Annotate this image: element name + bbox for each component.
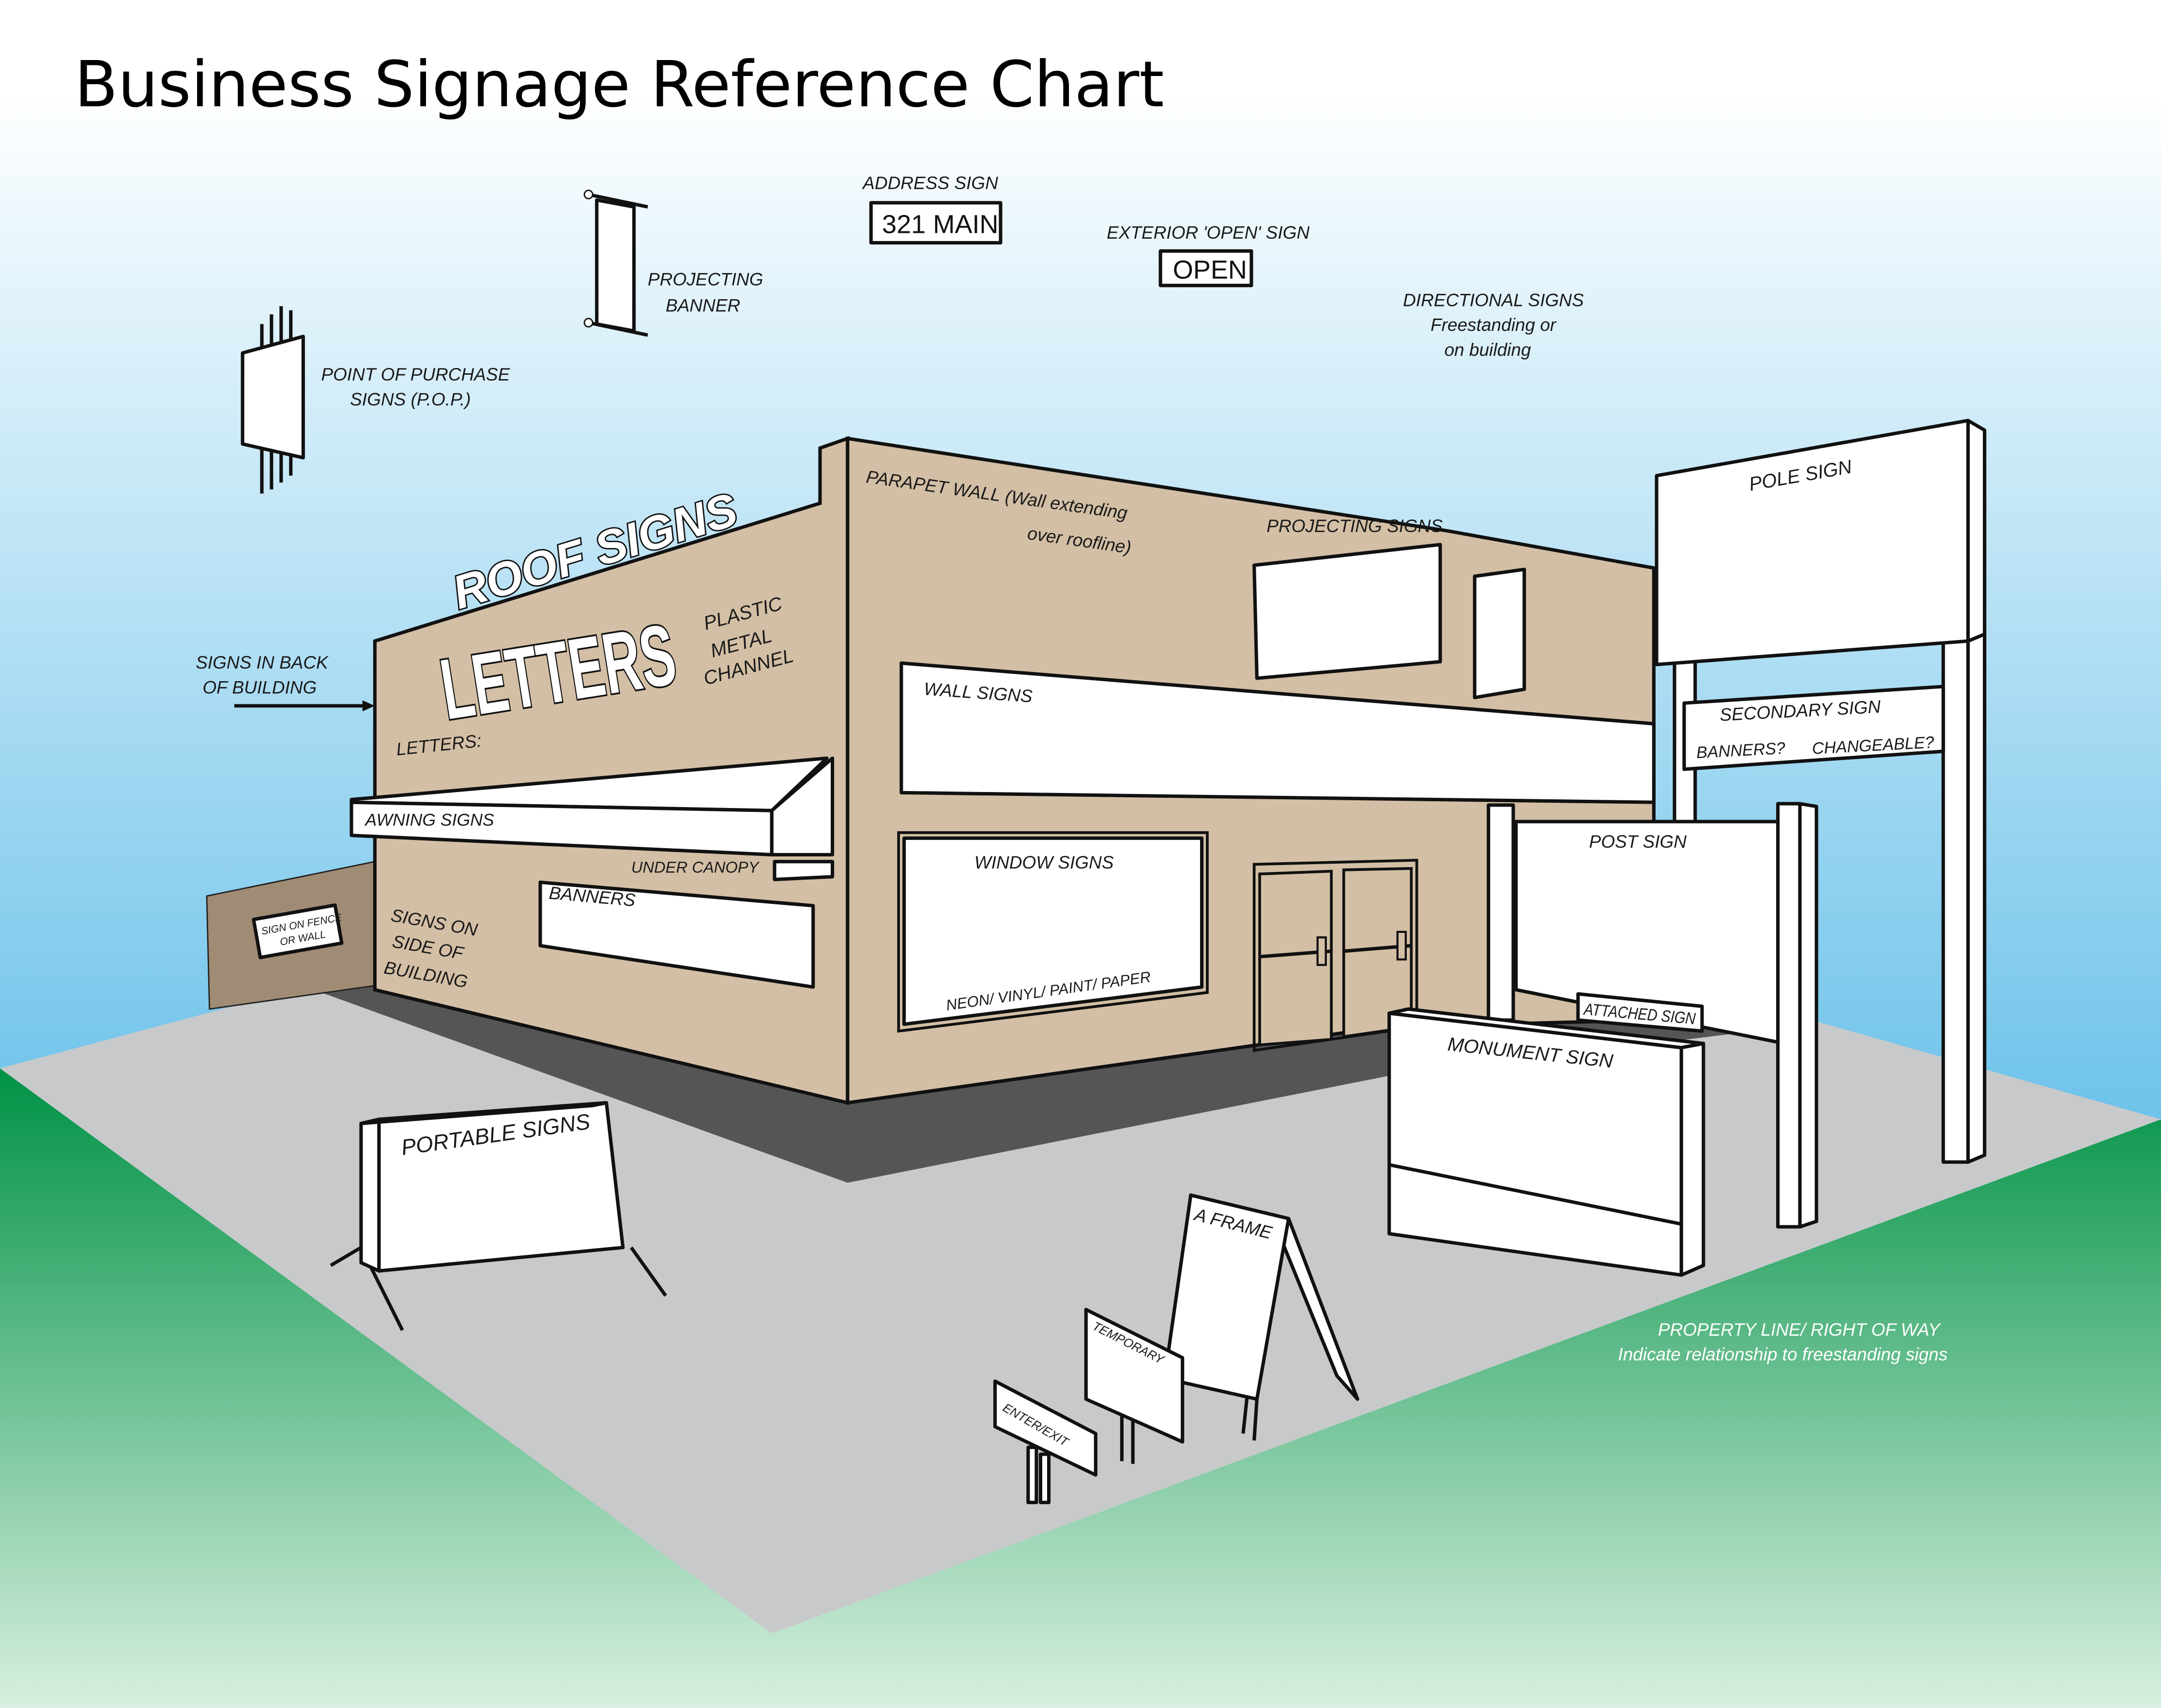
window-sign: [897, 831, 1209, 1033]
awning-signs-label: AWNING SIGNS: [364, 810, 494, 830]
under-canopy-label: UNDER CANOPY: [631, 858, 760, 876]
pop-sign: [241, 306, 305, 494]
directional-label-2: Freestanding or: [1431, 315, 1557, 335]
address-sign-label: ADDRESS SIGN: [862, 172, 998, 193]
open-sign-value: OPEN: [1173, 255, 1247, 284]
secondary-sign: [1682, 685, 1945, 771]
arrow-head-icon: [362, 700, 375, 712]
open-sign-label: EXTERIOR 'OPEN' SIGN: [1107, 222, 1309, 243]
awning-sign: [350, 756, 835, 856]
signs-in-back-label: SIGNS IN BACK: [196, 652, 329, 672]
projecting-banner-label-2: BANNER: [666, 295, 740, 316]
directional-label-3: on building: [1445, 339, 1531, 360]
attached-sign: [1576, 992, 1704, 1033]
pop-label: POINT OF PURCHASE: [321, 364, 510, 384]
property-line-label: PROPERTY LINE/ RIGHT OF WAY: [1658, 1319, 1941, 1340]
window-signs-label: WINDOW SIGNS: [974, 852, 1114, 872]
fence-sign: [252, 903, 344, 960]
a-frame-sign: [1163, 1193, 1359, 1441]
pop-label-2: SIGNS (P.O.P.): [350, 389, 471, 409]
wall-sign: [899, 661, 1656, 804]
under-canopy-sign: [773, 860, 835, 882]
portable-sign: [330, 1101, 667, 1331]
property-line-label-2: Indicate relationship to freestanding si…: [1618, 1344, 1948, 1364]
projecting-signs-label: PROJECTING SIGNS: [1266, 516, 1443, 536]
temporary-sign: [1084, 1308, 1185, 1464]
enter-exit-sign: [993, 1379, 1097, 1505]
post-sign-label: POST SIGN: [1589, 831, 1687, 852]
pole-sign: [1655, 419, 1987, 1164]
open-sign: [1158, 249, 1253, 288]
address-sign-value: 321 MAIN: [882, 210, 998, 239]
post-sign: [1487, 802, 1818, 1229]
projecting-banner-label: PROJECTING: [648, 269, 763, 290]
projecting-sign-small: [1473, 567, 1526, 700]
monument-sign: [1387, 1007, 1705, 1277]
banner-sign: [538, 880, 815, 989]
address-sign: [869, 201, 1003, 244]
projecting-banner: [583, 189, 648, 337]
signs-in-back-label-2: OF BUILDING: [203, 677, 317, 697]
directional-label: DIRECTIONAL SIGNS: [1403, 290, 1584, 310]
page-title: Business Signage Reference Chart: [75, 47, 1164, 122]
projecting-sign-large: [1252, 543, 1442, 680]
ground: [0, 1068, 2161, 1708]
